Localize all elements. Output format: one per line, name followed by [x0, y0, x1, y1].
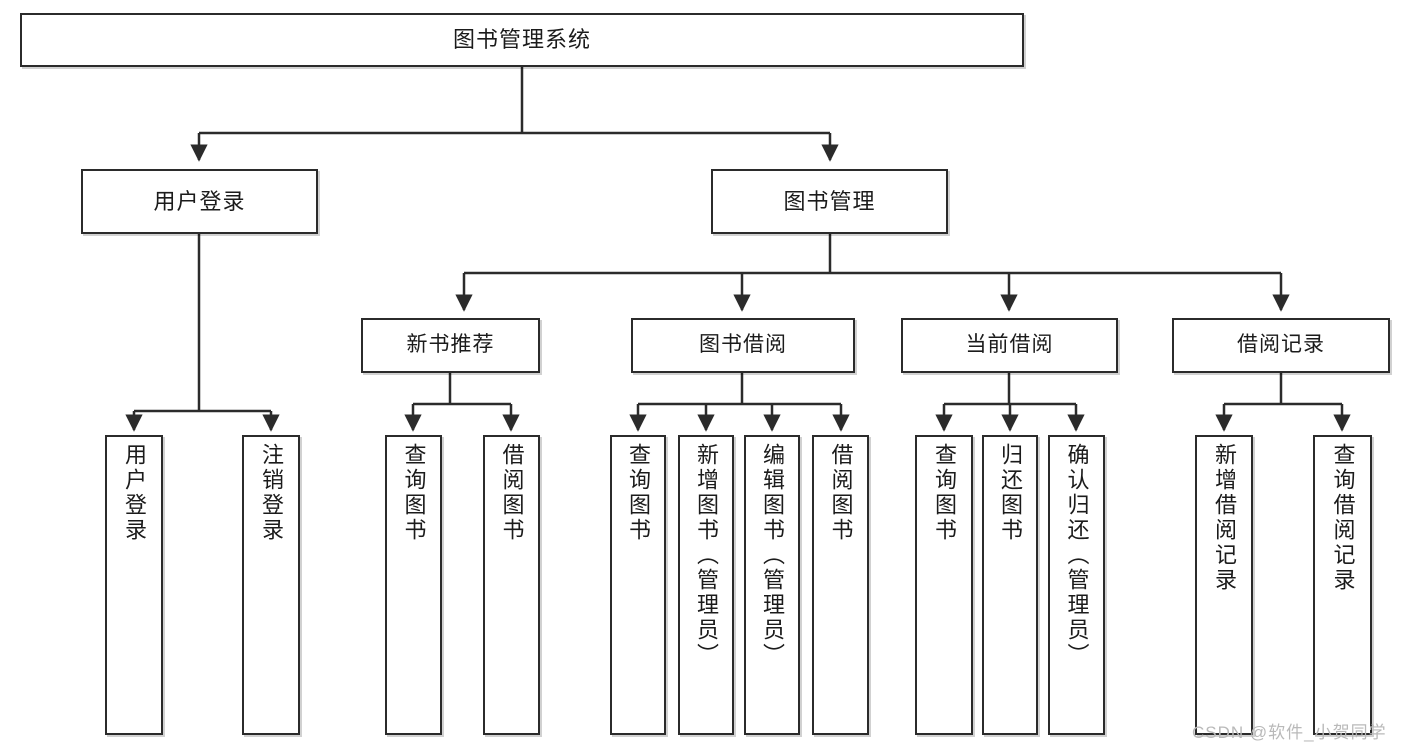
leaf-record-query-record[interactable]: 查询借阅记录 [1313, 435, 1372, 735]
node-label: 注销登录 [259, 443, 284, 543]
node-label: 图书借阅 [699, 333, 787, 357]
leaf-borrow-borrow-book[interactable]: 借阅图书 [812, 435, 869, 735]
node-label: 借阅图书 [828, 443, 854, 543]
node-label: 用户登录 [153, 188, 246, 214]
node-label: 查询图书 [626, 443, 651, 543]
node-label: 新书推荐 [406, 333, 495, 357]
leaf-user-login-logout[interactable]: 注销登录 [242, 435, 300, 735]
node-label: 查询借阅记录 [1330, 443, 1356, 593]
leaf-current-query-book[interactable]: 查询图书 [915, 435, 973, 735]
node-label: 确认归还（管理员） [1064, 443, 1090, 668]
node-label: 借阅记录 [1237, 333, 1325, 357]
node-current-borrow[interactable]: 当前借阅 [901, 318, 1118, 373]
node-root-system[interactable]: 图书管理系统 [20, 13, 1024, 67]
node-new-book-recommend[interactable]: 新书推荐 [361, 318, 540, 373]
node-label: 编辑图书（管理员） [760, 443, 785, 668]
node-label: 图书管理 [783, 188, 876, 214]
node-label: 归还图书 [998, 443, 1023, 543]
leaf-borrow-edit-book-admin[interactable]: 编辑图书（管理员） [744, 435, 800, 735]
node-book-management[interactable]: 图书管理 [711, 169, 948, 234]
node-label: 用户登录 [122, 443, 147, 543]
node-label: 查询图书 [401, 443, 427, 543]
leaf-current-confirm-return-admin[interactable]: 确认归还（管理员） [1048, 435, 1105, 735]
node-label: 图书管理系统 [452, 27, 591, 53]
leaf-record-add-record[interactable]: 新增借阅记录 [1195, 435, 1253, 735]
leaf-borrow-add-book-admin[interactable]: 新增图书（管理员） [678, 435, 734, 735]
node-label: 当前借阅 [965, 333, 1054, 357]
node-user-login[interactable]: 用户登录 [81, 169, 318, 234]
node-label: 查询图书 [932, 443, 957, 543]
node-label: 借阅图书 [499, 443, 525, 543]
node-label: 新增图书（管理员） [694, 443, 719, 668]
leaf-user-login-login[interactable]: 用户登录 [105, 435, 163, 735]
leaf-current-return-book[interactable]: 归还图书 [982, 435, 1038, 735]
node-book-borrow[interactable]: 图书借阅 [631, 318, 855, 373]
leaf-borrow-query-book[interactable]: 查询图书 [610, 435, 666, 735]
node-label: 新增借阅记录 [1212, 443, 1237, 593]
leaf-recommend-query-book[interactable]: 查询图书 [385, 435, 442, 735]
csdn-watermark: CSDN @软件_小贺同学 [1192, 723, 1387, 742]
leaf-recommend-borrow-book[interactable]: 借阅图书 [483, 435, 540, 735]
node-borrow-record[interactable]: 借阅记录 [1172, 318, 1390, 373]
